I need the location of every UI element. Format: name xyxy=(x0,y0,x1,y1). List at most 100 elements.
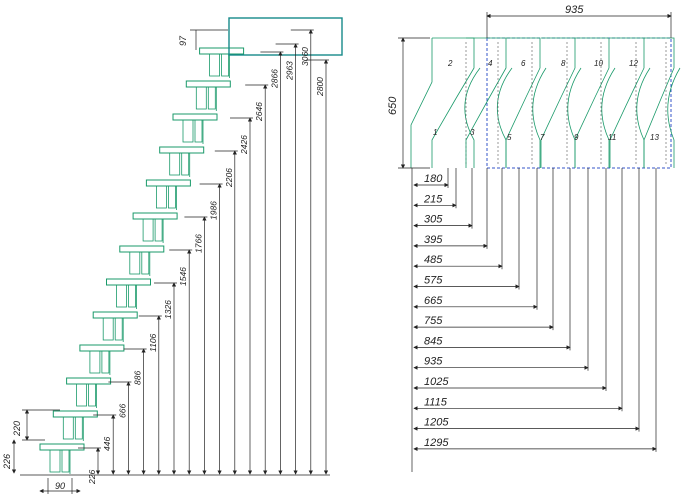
height-dimension: 1986 xyxy=(199,183,223,475)
step-number: 8 xyxy=(561,59,566,68)
height-dimension: 666 xyxy=(108,381,132,475)
stair-step xyxy=(79,344,125,375)
length-label: 215 xyxy=(423,193,443,205)
plan-tread xyxy=(431,37,481,168)
stair-step xyxy=(199,47,245,78)
length-label: 1295 xyxy=(424,437,449,449)
length-label: 395 xyxy=(424,234,443,246)
length-label: 180 xyxy=(424,173,443,185)
step-number: 2 xyxy=(447,59,453,68)
step-number: 7 xyxy=(540,133,545,142)
step-number: 13 xyxy=(650,133,659,142)
height-dimension: 2646 xyxy=(245,84,269,475)
step-number: 1 xyxy=(433,128,437,137)
height-label: 3060 xyxy=(300,47,310,66)
step-number: 3 xyxy=(470,128,475,137)
height-label: 2646 xyxy=(254,102,264,122)
length-dimension: 665 xyxy=(413,168,538,310)
height-label: 226 xyxy=(87,470,97,485)
step-number: 6 xyxy=(521,59,526,68)
height-label: 1766 xyxy=(193,234,203,253)
top-offset-label: 97 xyxy=(178,35,188,46)
total-length-label: 935 xyxy=(565,4,584,16)
step-number: 11 xyxy=(608,133,616,142)
stair-step xyxy=(92,311,138,342)
height-label: 1546 xyxy=(178,267,188,286)
step-number: 12 xyxy=(629,59,638,68)
length-dimension: 755 xyxy=(413,168,554,331)
length-label: 1025 xyxy=(424,376,449,388)
length-dimension: 305 xyxy=(413,168,473,229)
height-label: 1986 xyxy=(209,201,219,220)
length-dimension: 935 xyxy=(413,168,589,371)
stair-step xyxy=(52,410,98,441)
length-dimension: 1205 xyxy=(413,168,640,432)
top-landing-outline xyxy=(228,17,343,56)
height-dimension: 1766 xyxy=(184,216,208,475)
length-label: 575 xyxy=(424,275,443,287)
height-dimension: 226 xyxy=(78,447,101,485)
plan-width-label: 650 xyxy=(387,96,399,115)
stair-step xyxy=(39,443,85,474)
stair-step xyxy=(159,146,205,177)
height-label: 2963 xyxy=(285,61,295,81)
stair-step xyxy=(106,278,151,309)
step-number: 5 xyxy=(507,133,512,142)
length-dimension: 485 xyxy=(413,168,503,270)
side-elevation: 226 446 666 886 1106 1326 1546 1766 1986 2206 2426… xyxy=(2,17,343,494)
height-dimension: 1326 xyxy=(154,282,177,475)
width-label: 90 xyxy=(55,481,65,491)
height-dimension: 2866 xyxy=(260,51,284,475)
height-dimension: 2426 xyxy=(230,117,253,475)
plan-tread xyxy=(643,37,681,168)
step-number: 10 xyxy=(594,59,603,68)
length-dimension: 395 xyxy=(413,168,488,249)
length-label: 1115 xyxy=(424,396,448,408)
step-number: 9 xyxy=(574,133,579,142)
bottom-height-label: 226 xyxy=(2,454,12,470)
stair-step xyxy=(119,245,165,276)
height-dimension: 2206 xyxy=(214,150,238,475)
height-dimension: 2800 xyxy=(306,59,329,475)
length-label: 755 xyxy=(424,315,443,327)
stair-step xyxy=(185,80,231,111)
plan-tread xyxy=(505,37,547,168)
length-dimension: 180 xyxy=(413,168,449,188)
stair-step xyxy=(132,212,178,243)
height-label: 446 xyxy=(102,437,112,451)
length-label: 485 xyxy=(424,254,443,266)
height-label: 886 xyxy=(133,371,143,385)
height-dimension: 886 xyxy=(123,348,147,475)
height-dimension: 1546 xyxy=(169,249,193,475)
height-label: 666 xyxy=(117,404,127,418)
length-dimension: 845 xyxy=(413,168,571,351)
length-label: 305 xyxy=(424,214,443,226)
step-height-label: 220 xyxy=(12,421,22,437)
length-label: 665 xyxy=(424,295,443,307)
length-label: 935 xyxy=(424,356,443,368)
stair-step xyxy=(145,179,191,210)
height-dimension: 1106 xyxy=(138,315,162,475)
length-dimension: 1025 xyxy=(413,168,607,391)
length-dimension: 1295 xyxy=(413,168,657,452)
length-dimension: 215 xyxy=(413,168,457,209)
height-label: 2206 xyxy=(224,168,234,188)
height-label: 2800 xyxy=(315,77,325,97)
stair-step xyxy=(66,377,112,408)
length-label: 1205 xyxy=(424,417,449,429)
step-number: 4 xyxy=(488,59,493,68)
stair-step xyxy=(172,113,218,144)
height-dimension: 2963 xyxy=(275,43,299,475)
height-label: 1326 xyxy=(163,300,173,319)
height-label: 1106 xyxy=(148,333,158,352)
height-dimension: 3060 xyxy=(290,29,314,475)
height-label: 2426 xyxy=(239,135,249,155)
length-label: 845 xyxy=(424,335,443,347)
plan-tread xyxy=(574,37,616,168)
plan-tread xyxy=(465,37,513,168)
height-dimension: 446 xyxy=(93,414,117,475)
length-dimension: 1115 xyxy=(413,168,623,412)
length-dimension: 575 xyxy=(413,168,520,290)
